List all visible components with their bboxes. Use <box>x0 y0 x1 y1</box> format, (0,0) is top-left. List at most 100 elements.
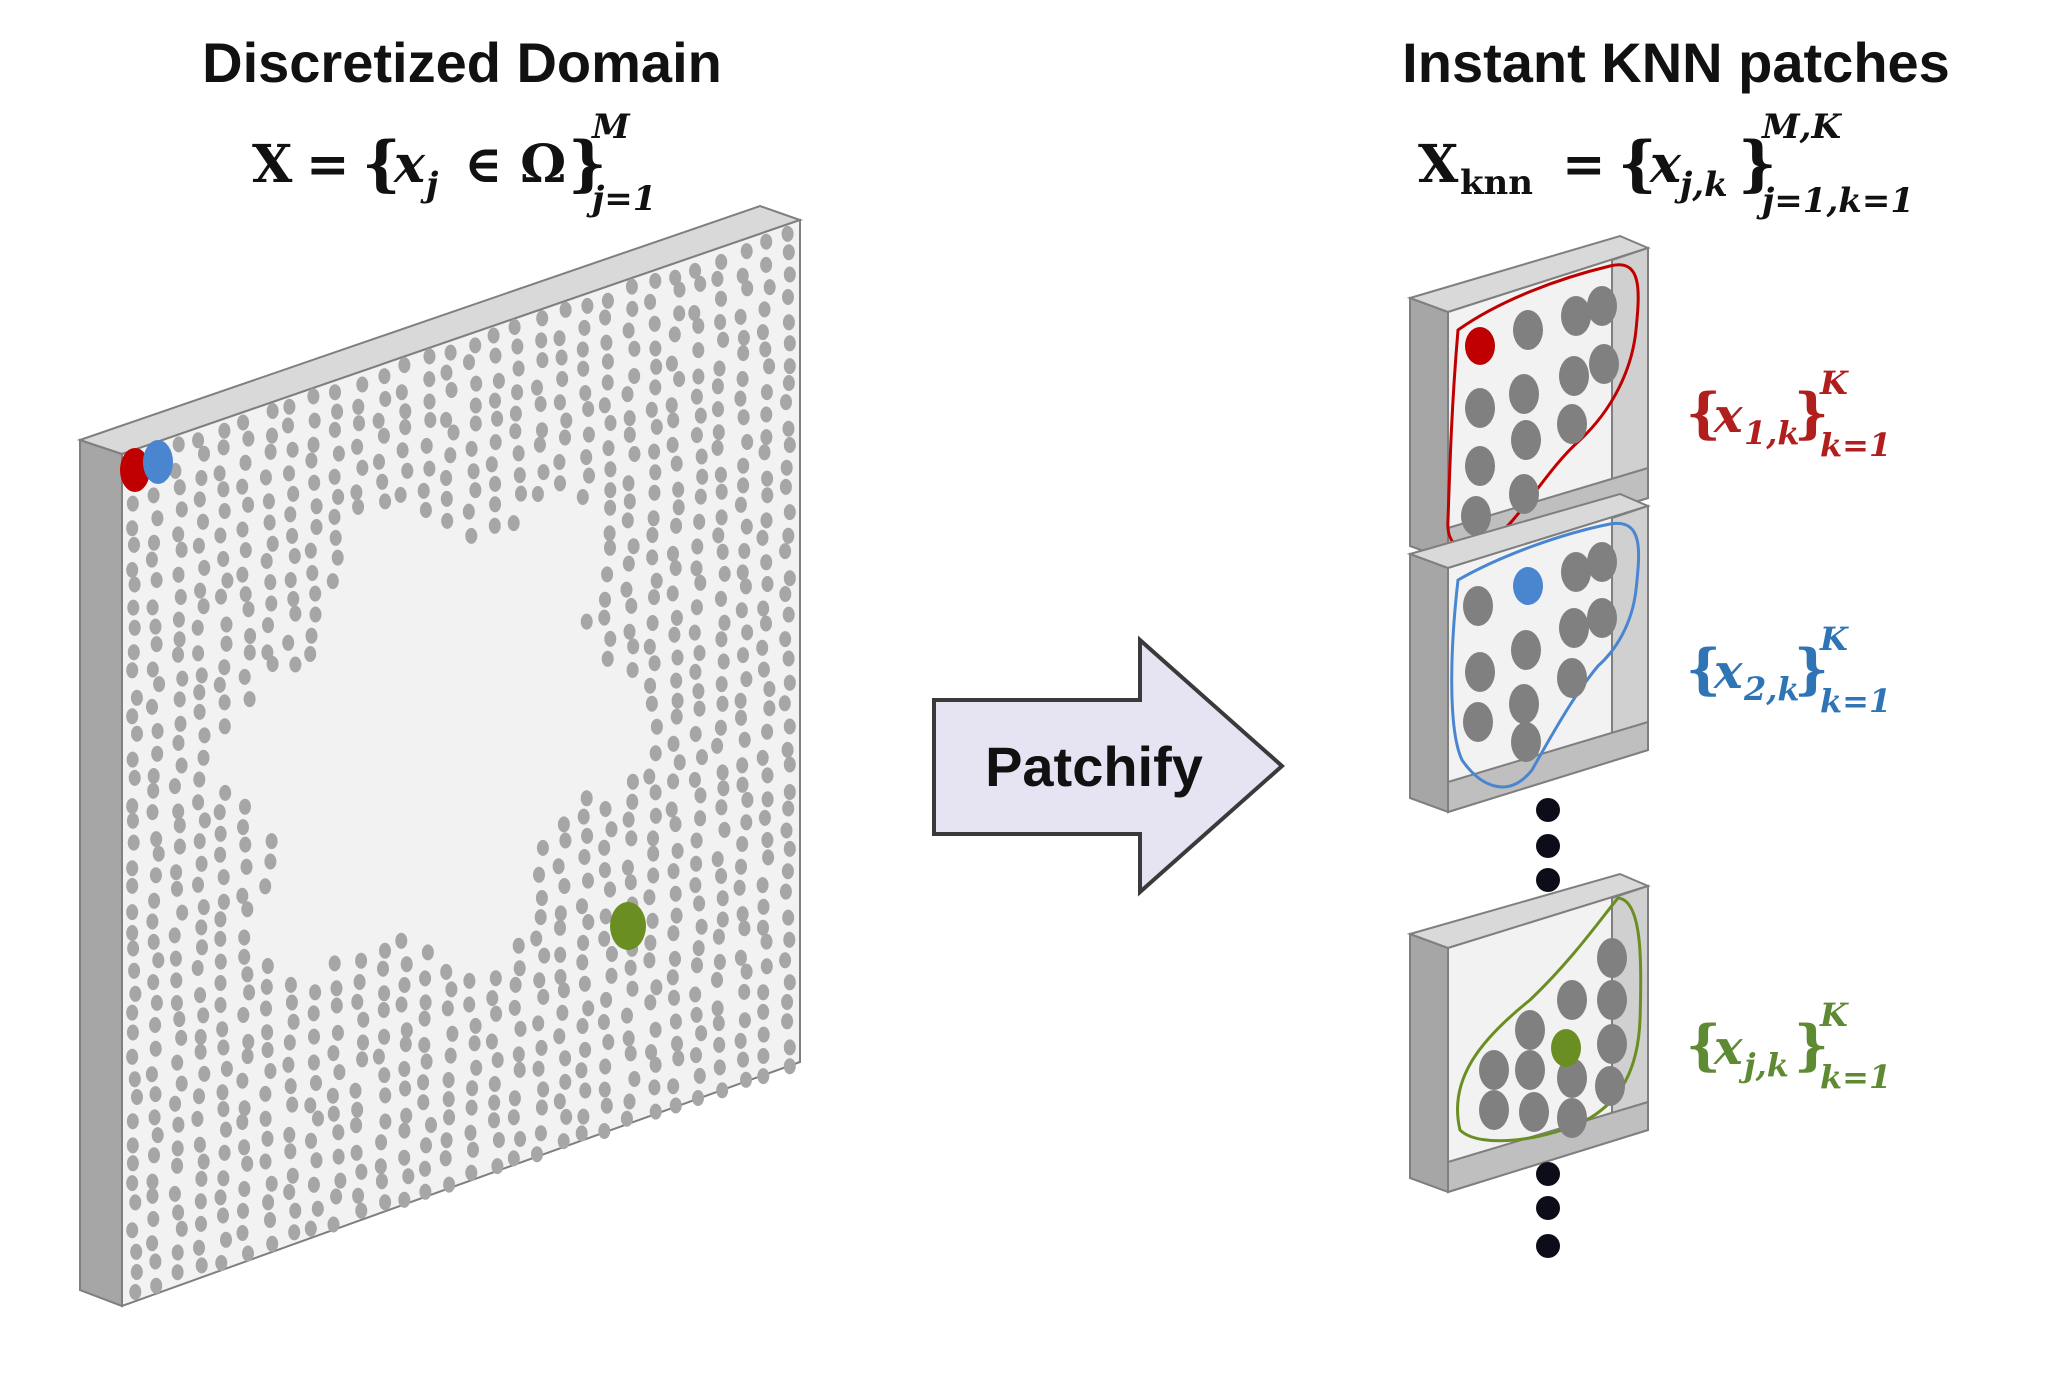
domain-point <box>152 845 165 862</box>
domain-point <box>717 780 730 797</box>
patch-point <box>1511 630 1541 670</box>
domain-point <box>241 966 254 983</box>
domain-point <box>126 1113 139 1130</box>
domain-point <box>191 960 204 976</box>
domain-point <box>305 627 318 644</box>
domain-point <box>400 956 413 973</box>
domain-point <box>757 661 770 678</box>
domain-point <box>417 482 430 499</box>
domain-point <box>559 1073 572 1090</box>
domain-point <box>779 543 792 560</box>
domain-point <box>126 520 139 537</box>
domain-point <box>329 384 341 401</box>
domain-point <box>242 601 255 618</box>
domain-point <box>597 1014 610 1030</box>
domain-point <box>170 864 183 881</box>
domain-point <box>605 821 618 838</box>
domain-point <box>263 514 276 531</box>
domain-point <box>146 698 158 715</box>
domain-point <box>692 342 705 359</box>
domain-point <box>176 670 189 687</box>
domain-point <box>215 1255 228 1271</box>
domain-point <box>465 1099 478 1116</box>
domain-point <box>175 501 188 518</box>
domain-point <box>350 1117 363 1134</box>
domain-point <box>373 453 385 470</box>
domain-point <box>489 434 502 451</box>
domain-point <box>379 942 391 959</box>
domain-point <box>356 376 369 393</box>
domain-point <box>599 908 612 925</box>
domain-point <box>440 411 453 428</box>
domain-point <box>419 970 432 987</box>
domain-point <box>214 825 227 842</box>
domain-point <box>513 1061 526 1078</box>
domain-point <box>696 749 708 766</box>
domain-point <box>192 432 205 449</box>
domain-point <box>171 880 183 897</box>
domain-point <box>761 723 774 740</box>
domain-point <box>598 397 611 414</box>
domain-point <box>582 872 594 889</box>
domain-point <box>377 427 390 444</box>
domain-point <box>196 939 208 956</box>
domain-point <box>441 1000 454 1017</box>
domain-point <box>442 1072 455 1088</box>
domain-point <box>195 1170 208 1187</box>
domain-point <box>282 1056 295 1073</box>
patch-j-label-open: { <box>1686 1013 1721 1077</box>
domain-point <box>757 1068 770 1085</box>
domain-point <box>536 422 548 439</box>
domain-point <box>712 401 724 418</box>
domain-point <box>508 1090 521 1107</box>
domain-point <box>737 477 750 494</box>
domain-point <box>126 1048 139 1065</box>
ellipsis-dot <box>1536 798 1560 822</box>
domain-point <box>126 562 139 578</box>
domain-point <box>310 1075 322 1091</box>
domain-point <box>693 513 706 530</box>
patch-1-label: { x 1,k } K k=1 <box>1686 364 1891 464</box>
domain-point <box>734 308 747 325</box>
domain-point <box>736 564 749 581</box>
domain-point <box>580 790 593 807</box>
domain-point <box>465 527 478 544</box>
domain-point <box>400 1107 413 1124</box>
domain-point <box>578 319 591 336</box>
domain-point <box>220 1231 232 1248</box>
domain-point <box>146 1235 159 1252</box>
domain-point <box>781 994 794 1010</box>
domain-point <box>576 489 589 505</box>
domain-point <box>171 1244 184 1261</box>
domain-point <box>782 420 795 437</box>
domain-point <box>782 244 795 261</box>
domain-point <box>554 475 566 492</box>
domain-point <box>626 300 639 317</box>
domain-point <box>694 275 707 292</box>
domain-point <box>536 839 549 856</box>
domain-point <box>647 867 660 884</box>
patch-point <box>1589 344 1619 384</box>
patch-j-points <box>1479 938 1627 1138</box>
domain-point <box>356 459 369 476</box>
patch-1-label-var: x <box>1713 388 1744 444</box>
domain-point <box>763 700 776 717</box>
domain-point <box>419 1160 431 1177</box>
domain-point <box>487 327 500 344</box>
left-formula-open-brace: { <box>362 129 401 199</box>
domain-point <box>735 858 747 875</box>
domain-point <box>756 749 769 766</box>
domain-point <box>673 371 686 387</box>
domain-point <box>715 868 728 884</box>
domain-point <box>130 1264 143 1280</box>
domain-point <box>283 1126 296 1143</box>
domain-point <box>151 745 164 762</box>
domain-point <box>284 1143 297 1160</box>
domain-point <box>418 1010 431 1027</box>
domain-point <box>715 509 728 526</box>
patch-point <box>1465 652 1495 692</box>
domain-point <box>580 449 593 466</box>
patch-point <box>1587 286 1617 326</box>
domain-point <box>648 484 661 501</box>
domain-point <box>266 427 278 444</box>
